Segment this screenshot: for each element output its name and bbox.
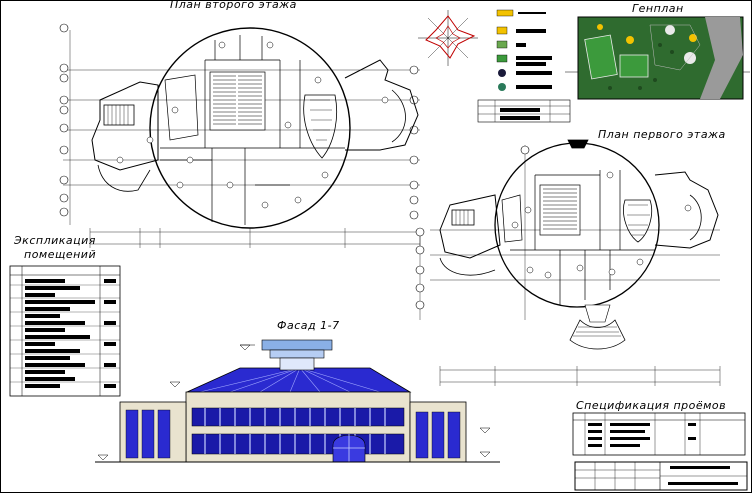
left-curve-first	[439, 257, 496, 276]
explication-table	[9, 265, 121, 397]
interior-walls-first	[510, 170, 655, 305]
general-plan	[565, 16, 750, 100]
auditorium-seating-first	[539, 184, 581, 236]
genplan-legend	[477, 9, 571, 123]
openings-spec-table	[572, 412, 746, 456]
stage-second	[164, 74, 199, 141]
explication-title-line1: Экспликация	[14, 234, 96, 247]
spiral-stair-first	[623, 199, 653, 243]
title-block	[574, 461, 748, 491]
left-wing-curve	[97, 164, 151, 192]
facade-title: Фасад 1-7	[277, 319, 340, 332]
facade-elevation	[95, 339, 500, 463]
right-wing-first	[654, 171, 719, 249]
general-plan-title: Генплан	[632, 2, 684, 15]
grid-bubbles-first	[415, 145, 530, 310]
openings-spec-title: Спецификация проёмов	[576, 399, 727, 412]
room-markers-first	[511, 171, 692, 279]
stair-left	[103, 104, 135, 126]
stair-first	[451, 209, 475, 226]
left-wing-first	[439, 194, 501, 259]
second-floor-plan	[59, 23, 421, 248]
seat-rows-first	[543, 188, 577, 230]
dimension-line-first	[439, 366, 721, 386]
right-wing-outline	[344, 59, 419, 151]
grid-bubbles-second	[59, 23, 419, 220]
stage-first	[501, 194, 523, 243]
room-markers-second	[116, 41, 389, 209]
interior-walls-second	[160, 35, 345, 225]
seat-rows-second	[213, 74, 262, 128]
second-floor-plan-title: План второго этажа	[170, 0, 297, 11]
stair-left-treads	[107, 105, 129, 125]
spiral-stair-second	[303, 94, 338, 159]
wind-rose-icon	[418, 10, 478, 66]
right-wing-curve	[391, 89, 406, 143]
section-arrow-icon	[567, 139, 589, 149]
entrance-fan-first	[569, 319, 626, 350]
explication-title-line2: помещений	[24, 248, 97, 261]
first-floor-plan	[415, 139, 721, 386]
left-wing-outline	[91, 81, 159, 171]
dimension-line-second	[89, 228, 421, 248]
first-floor-plan-title: План первого этажа	[598, 128, 726, 141]
